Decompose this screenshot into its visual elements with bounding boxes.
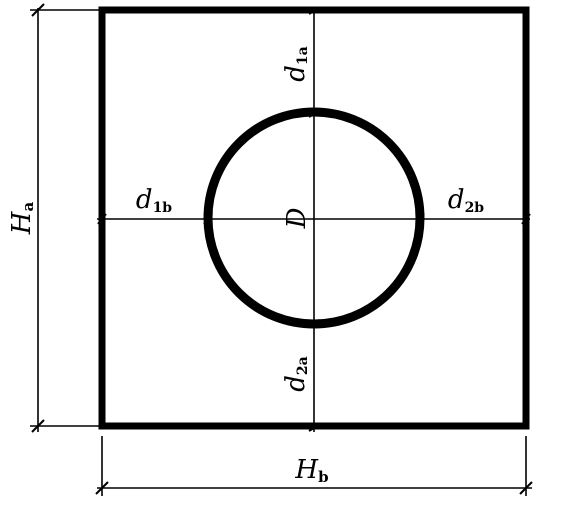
label-d2b: d2b xyxy=(448,185,484,216)
label-d1b: d1b xyxy=(136,185,172,216)
width-dimension-line xyxy=(95,436,533,496)
label-diameter: D xyxy=(282,207,312,229)
label-d1a: d1a xyxy=(281,46,311,81)
label-height-a: Ha xyxy=(7,202,37,236)
height-dimension-line xyxy=(30,3,100,433)
label-d2a: d2a xyxy=(281,356,311,391)
label-width-b: Hb xyxy=(294,455,328,486)
centerline-ticks xyxy=(97,7,531,432)
